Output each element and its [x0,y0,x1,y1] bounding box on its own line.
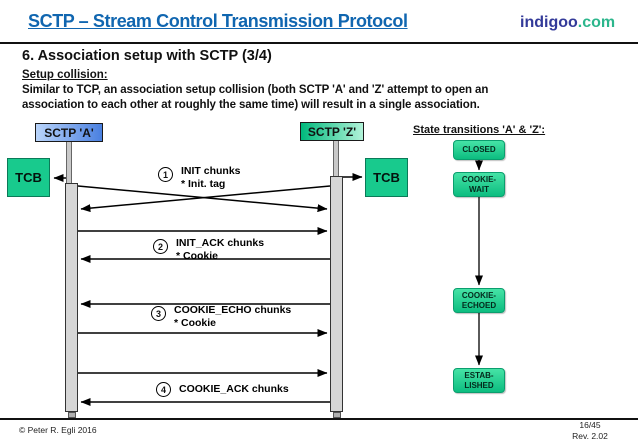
lifeline-foot-a [68,412,76,418]
body-line-2: association to each other at roughly the… [22,98,480,111]
page-number: 16/45 [579,420,601,430]
message-text: COOKIE_ACK chunks [179,383,289,396]
state-label: WAIT [469,184,489,194]
state-label: ECHOED [461,300,497,310]
lifeline-stem-a [66,141,72,185]
state-box-cookie-wait: COOKIE- WAIT [453,172,505,197]
brand-name: indigoo [520,14,578,31]
message-text: INIT_ACK chunks * Cookie [176,237,264,262]
tcb-box-right: TCB [365,158,408,197]
state-box-cookie-echoed: COOKIE- ECHOED [453,288,505,313]
brand-logo: indigoo.com [520,14,615,32]
section-body: Similar to TCP, an association setup col… [22,83,488,112]
lifeline-stem-z [333,140,339,178]
message-text: COOKIE_ECHO chunks * Cookie [174,304,291,329]
message-title: INIT_ACK chunks [176,237,265,249]
message-label-cookieecho: 3 COOKIE_ECHO chunks * Cookie [151,304,291,329]
message-text: INIT chunks * Init. tag [181,165,241,190]
message-note: * Init. tag [181,177,226,190]
tcb-box-left: TCB [7,158,50,197]
lifeline-foot-z [333,412,341,418]
step-number-circle-4: 4 [156,382,171,397]
brand-tld: .com [577,14,616,31]
section-heading: 6. Association setup with SCTP (3/4) [22,48,272,64]
step-number-circle-3: 3 [151,306,166,321]
message-note: * Cookie [174,316,217,329]
revision: Rev. 2.02 [572,430,608,441]
message-title: COOKIE_ECHO chunks [174,304,292,316]
copyright-text: © Peter R. Egli 2016 [19,425,97,435]
state-label: COOKIE- [461,290,497,300]
message-label-init: 1 INIT chunks * Init. tag [158,165,241,190]
state-transitions-heading: State transitions 'A' & 'Z': [413,124,546,136]
state-label: CLOSED [462,145,496,154]
endpoint-box-sctp-a: SCTP 'A' [35,123,103,142]
endpoint-box-sctp-z: SCTP 'Z' [300,122,364,141]
activation-bar-z [330,176,343,412]
state-label: LISHED [464,380,494,390]
section-subheading: Setup collision: [22,69,108,81]
state-box-closed: CLOSED [453,140,505,160]
message-label-cookieack: 4 COOKIE_ACK chunks [156,382,289,397]
body-line-1: Similar to TCP, an association setup col… [22,84,489,96]
message-title: COOKIE_ACK chunks [179,383,289,396]
page-info: 16/45 Rev. 2.02 [552,420,628,441]
state-box-established: ESTAB- LISHED [453,368,505,393]
page-title: SCTP – Stream Control Transmission Proto… [28,11,408,31]
message-note: * Cookie [176,249,219,262]
message-label-initack: 2 INIT_ACK chunks * Cookie [153,237,264,262]
footer-divider [0,418,638,420]
message-title: INIT chunks [181,165,241,177]
state-label: ESTAB- [464,370,494,380]
activation-bar-a [65,183,78,412]
step-number-circle-1: 1 [158,167,173,182]
header-divider [0,42,638,44]
step-number-circle-2: 2 [153,239,168,254]
state-label: COOKIE- [461,174,497,184]
